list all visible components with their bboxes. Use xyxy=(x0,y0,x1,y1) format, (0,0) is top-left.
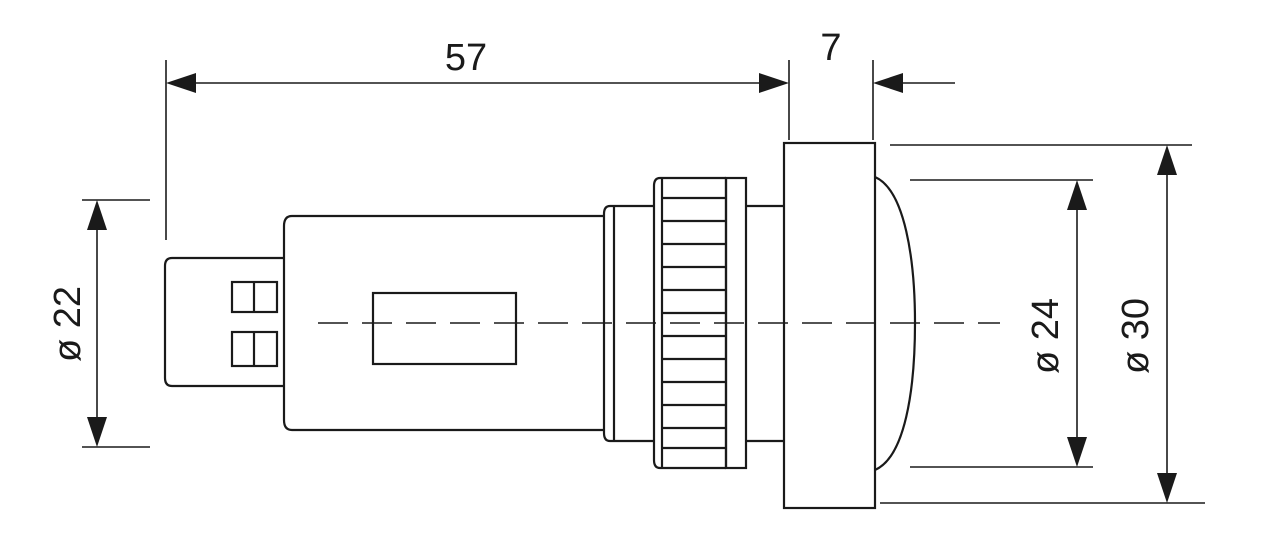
lens-diameter-label: ø 24 xyxy=(1025,298,1067,374)
flange-thickness-dimension: 7 xyxy=(820,27,955,93)
knurled-nut xyxy=(652,176,748,470)
length-dimension: 57 xyxy=(166,37,789,93)
flange-thickness-label: 7 xyxy=(820,27,841,69)
extension-lines xyxy=(82,60,1205,504)
body-diameter-label: ø 22 xyxy=(47,286,89,362)
knurl-lines xyxy=(662,196,726,450)
flange-diameter-label: ø 30 xyxy=(1115,298,1157,374)
lamp-body xyxy=(282,214,605,432)
lens-diameter-dimension: ø 24 xyxy=(1025,180,1087,467)
front-flange xyxy=(782,141,877,510)
flange-diameter-dimension: ø 30 xyxy=(1115,145,1177,503)
terminal-block xyxy=(163,256,284,388)
body-diameter-dimension: ø 22 xyxy=(47,200,107,447)
length-label: 57 xyxy=(445,37,487,79)
